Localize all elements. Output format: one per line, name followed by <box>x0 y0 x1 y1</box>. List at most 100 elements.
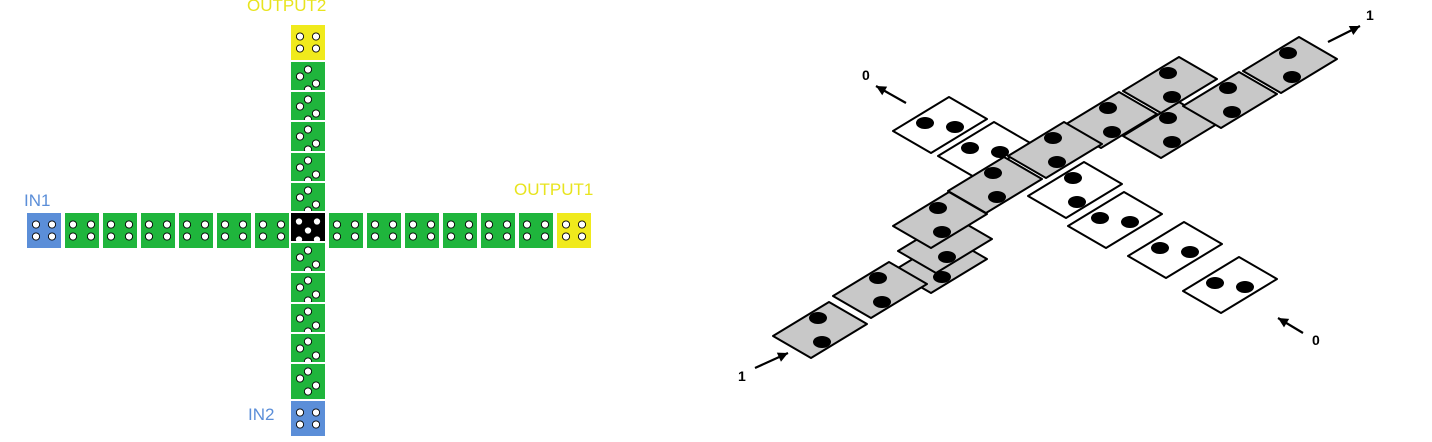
in2-label: IN2 <box>248 405 275 424</box>
cell-hole <box>561 220 571 229</box>
cell-hole <box>332 232 342 241</box>
cell-hole <box>311 381 321 390</box>
horizontal-cell-rect <box>365 211 403 250</box>
tile-dot <box>1099 102 1117 114</box>
tile-dot <box>1283 71 1301 83</box>
tile-face <box>1182 256 1278 314</box>
tile-dot <box>1044 132 1062 144</box>
cell-hole <box>68 232 78 241</box>
cell-hole <box>561 232 571 241</box>
cell-hole <box>303 246 313 255</box>
tile-dot <box>1236 281 1254 293</box>
empty-tile <box>1067 191 1163 249</box>
horizontal-cell-wire <box>177 211 215 250</box>
tile-face <box>772 301 868 359</box>
cell-hole <box>144 232 154 241</box>
tile-dot <box>1181 246 1199 258</box>
tile-dot <box>1064 172 1082 184</box>
horizontal-cell-wire <box>327 211 365 250</box>
tile-face <box>1182 71 1278 129</box>
cell-hole <box>311 109 321 118</box>
cross-wire-grid-diagram: IN1 IN2 OUTPUT1 OUTPUT2 <box>0 0 640 438</box>
cell-hole <box>540 232 550 241</box>
tile-face <box>1122 56 1218 114</box>
arrow-head <box>1348 26 1360 35</box>
tile-dot <box>1159 67 1177 79</box>
cell-hole <box>144 220 154 229</box>
cell-hole <box>303 367 313 376</box>
horizontal-cell-rect <box>441 211 479 250</box>
cell-hole <box>311 351 321 360</box>
cell-hole <box>350 220 360 229</box>
cell-hole <box>303 186 313 195</box>
cell-hole <box>311 260 321 269</box>
tile-face <box>1067 191 1163 249</box>
tile-dot <box>1091 212 1109 224</box>
tile-dot <box>1121 216 1139 228</box>
cell-hole <box>162 232 172 241</box>
horizontal-cell-rect <box>253 211 291 250</box>
cell-hole <box>311 408 321 417</box>
tile-dot <box>933 226 951 238</box>
cell-hole <box>311 170 321 179</box>
cell-hole <box>370 220 380 229</box>
cell-hole <box>311 420 321 429</box>
cell-hole <box>446 232 456 241</box>
cell-hole <box>258 220 268 229</box>
horizontal-cell-rect <box>327 211 365 250</box>
cell-hole <box>311 44 321 53</box>
arrow-head <box>876 86 888 96</box>
cell-hole <box>408 232 418 241</box>
horizontal-cell-rect <box>63 211 101 250</box>
tile-face <box>832 261 928 319</box>
tile-face <box>892 96 988 154</box>
cell-hole <box>484 232 494 241</box>
tile-face <box>1007 121 1103 179</box>
horizontal-cell-wire <box>479 211 517 250</box>
input-0-label: 0 <box>1312 332 1320 348</box>
tile-dot <box>961 142 979 154</box>
cell-hole <box>124 220 134 229</box>
empty-tile <box>1027 161 1123 219</box>
cell-hole <box>68 220 78 229</box>
horizontal-cell-wire <box>441 211 479 250</box>
tile-dot <box>984 167 1002 179</box>
cell-hole <box>303 226 313 235</box>
tile-dot <box>946 121 964 133</box>
cell-hole <box>31 232 41 241</box>
tile-dot <box>1163 136 1181 148</box>
tile-dot <box>813 336 831 348</box>
vertical-cell-wire <box>289 362 327 401</box>
cell-hole <box>311 32 321 41</box>
cell-hole <box>295 32 305 41</box>
cell-hole <box>294 217 304 226</box>
cell-hole <box>502 232 512 241</box>
tile-face <box>892 191 988 249</box>
tile-dot <box>929 202 947 214</box>
output1-label: OUTPUT1 <box>514 180 594 199</box>
in1-label: IN1 <box>24 191 51 210</box>
horizontal-cell-wire <box>139 211 177 250</box>
filled-tile <box>832 261 928 319</box>
empty-tile <box>892 96 988 154</box>
cell-hole <box>182 220 192 229</box>
cell-hole <box>426 232 436 241</box>
cell-hole <box>370 232 380 241</box>
cell-hole <box>124 232 134 241</box>
tile-dot <box>988 191 1006 203</box>
cell-hole <box>388 232 398 241</box>
filled-tile <box>1242 36 1338 94</box>
tile-face <box>1027 161 1123 219</box>
cell-hole <box>258 232 268 241</box>
cell-hole <box>502 220 512 229</box>
cell-hole <box>295 253 305 262</box>
cell-hole <box>238 232 248 241</box>
cell-hole <box>31 220 41 229</box>
grid-svg <box>25 23 593 438</box>
cell-hole <box>295 408 305 417</box>
cell-hole <box>182 232 192 241</box>
cell-hole <box>276 232 286 241</box>
cell-hole <box>311 200 321 209</box>
horizontal-cell-wire <box>517 211 555 250</box>
